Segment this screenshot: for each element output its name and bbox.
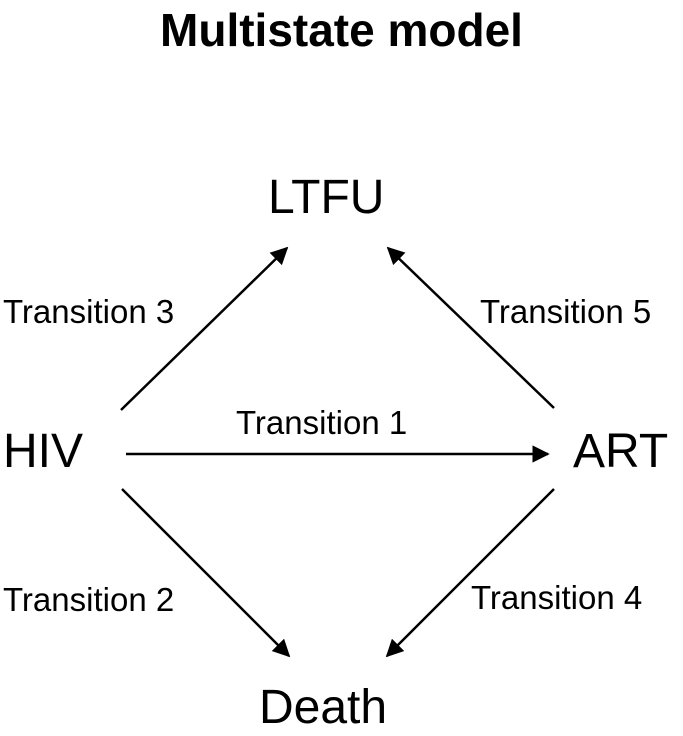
state-hiv: HIV (3, 425, 84, 478)
arrow-art-to-ltfu (386, 246, 555, 409)
state-death: Death (259, 681, 388, 734)
transition-1-label: Transition 1 (236, 404, 408, 441)
transition-5-label: Transition 5 (480, 293, 652, 330)
arrow-hiv-to-ltfu (120, 246, 289, 411)
transition-2-label: Transition 2 (3, 581, 175, 618)
state-ltfu: LTFU (268, 171, 385, 224)
arrow-hiv-to-death (121, 488, 291, 658)
arrow-art-to-death (385, 488, 555, 658)
diagram-title: Multistate model (160, 4, 523, 56)
transition-4-label: Transition 4 (471, 579, 643, 616)
state-art: ART (573, 425, 669, 478)
transition-3-label: Transition 3 (3, 293, 175, 330)
